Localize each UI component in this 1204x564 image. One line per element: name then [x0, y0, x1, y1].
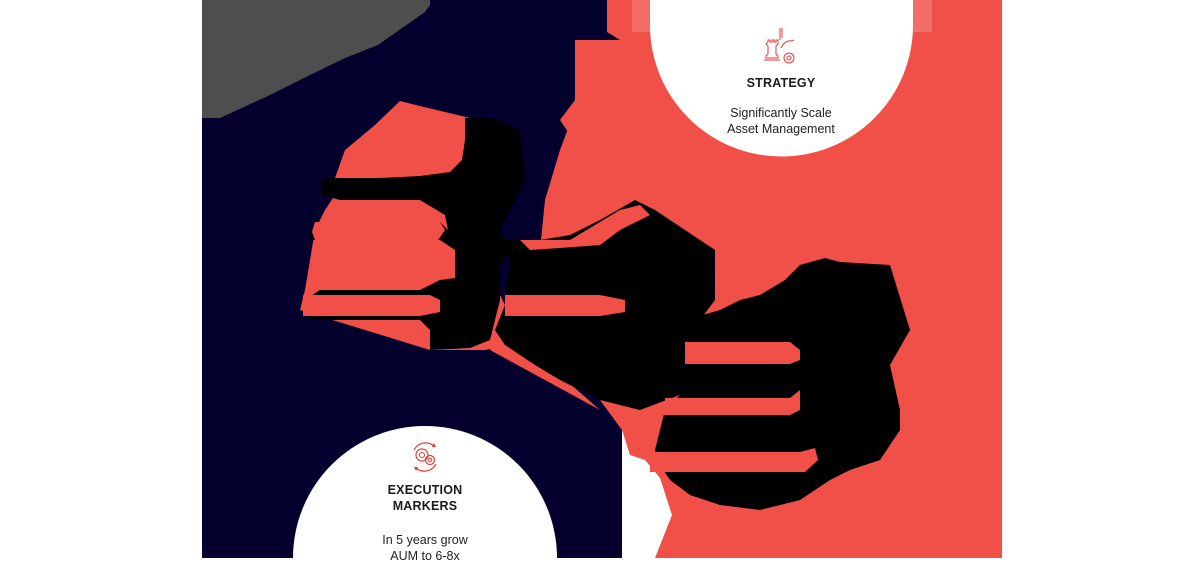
execution-description-line1: In 5 years grow	[382, 533, 468, 547]
strategy-title: STRATEGY	[746, 76, 816, 90]
execution-description-line2: AUM to 6-8x	[390, 549, 460, 563]
strategy-description-line1: Significantly Scale	[730, 106, 832, 120]
strategy-circle	[650, 0, 913, 157]
gears-cycle-icon	[413, 442, 437, 472]
red-stripe-right-2	[660, 390, 800, 415]
strategy-card: STRATEGY Significantly Scale Asset Manag…	[681, 28, 881, 137]
red-panel-mid	[540, 40, 622, 250]
chess-rook-strategy-gear-icon	[764, 28, 795, 64]
execution-title-line1: EXECUTION	[387, 483, 463, 497]
execution-markers-card: EXECUTION MARKERS In 5 years grow AUM to…	[325, 440, 525, 564]
red-stripe-mid-1	[505, 295, 625, 316]
red-stripe-right-1	[685, 342, 800, 364]
red-stripe-left-1	[312, 222, 445, 240]
grey-band	[202, 0, 430, 118]
red-stripe-mid-2	[520, 205, 650, 250]
red-light-strip-left	[632, 0, 652, 32]
execution-circle	[293, 426, 557, 558]
strategy-description-line2: Asset Management	[727, 122, 835, 136]
black-blob-right	[655, 258, 910, 510]
red-stripe-left-2	[303, 295, 440, 316]
red-light-strip-right	[912, 0, 932, 32]
execution-title-line2: MARKERS	[392, 499, 458, 513]
red-stripe-right-3	[650, 448, 818, 472]
